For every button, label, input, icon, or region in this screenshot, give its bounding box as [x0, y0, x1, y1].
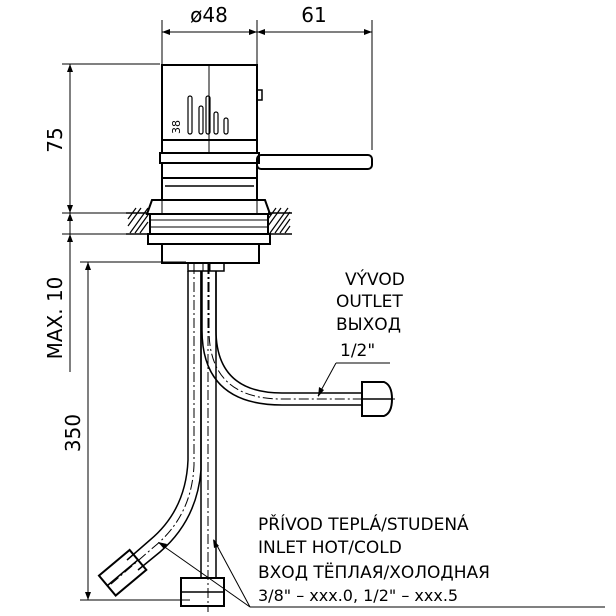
- countertop-section: [126, 207, 292, 235]
- outlet-label-en: OUTLET: [336, 292, 403, 312]
- mounting-assembly: [147, 213, 271, 272]
- outlet-size: 1/2": [340, 341, 375, 361]
- max-deck-label: MAX. 10: [43, 277, 67, 360]
- inlet-size-codes: 3/8" – xxx.0, 1/2" – xxx.5: [258, 586, 458, 605]
- diameter-label: ø48: [190, 3, 228, 27]
- body-height-label: 75: [43, 127, 67, 152]
- hose-length-label: 350: [61, 414, 85, 452]
- body-height-dimension: 75: [43, 63, 160, 214]
- inlet-label-ru: ВХОД ТЁПЛАЯ/ХОЛОДНАЯ: [258, 562, 490, 583]
- outlet-pipe: [201, 264, 395, 417]
- hose-length-dimension: 350: [61, 261, 190, 601]
- inlet-callout: PŘÍVOD TEPLÁ/STUDENÁ INLET HOT/COLD ВХОД…: [158, 513, 605, 608]
- lever-reach-label: 61: [301, 3, 326, 27]
- inlet-label-cz: PŘÍVOD TEPLÁ/STUDENÁ: [258, 513, 469, 535]
- inlet-hose-curved: [97, 264, 202, 597]
- lever-reach-dimension: 61: [257, 3, 373, 150]
- faucet-body: 38: [145, 64, 373, 215]
- outlet-label-cz: VÝVOD: [345, 268, 405, 290]
- inlet-nut-left: [97, 548, 148, 597]
- outlet-label-ru: ВЫХОД: [336, 315, 401, 335]
- temperature-scale: 38: [170, 95, 229, 135]
- outlet-callout: VÝVOD OUTLET ВЫХОД 1/2": [317, 268, 405, 397]
- temperature-marking: 38: [170, 120, 183, 134]
- max-deck-dimension: MAX. 10: [43, 213, 140, 372]
- diameter-dimension: ø48: [161, 3, 258, 65]
- inlet-label-en: INLET HOT/COLD: [258, 538, 402, 558]
